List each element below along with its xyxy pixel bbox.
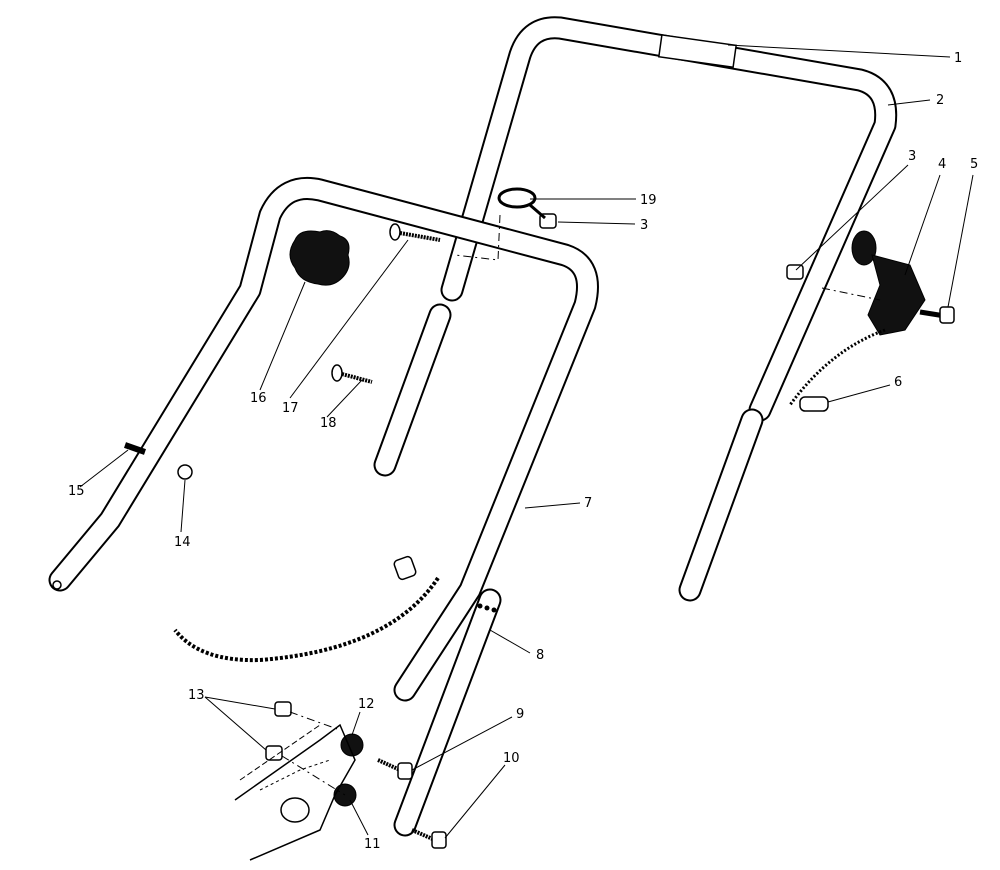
lower-cable (173, 576, 440, 663)
leader-15 (79, 449, 129, 488)
upper-handle (440, 16, 898, 422)
bolt-9 (377, 758, 413, 780)
leader-18 (326, 379, 363, 418)
callout-11: 11 (364, 837, 381, 852)
leader-5 (947, 174, 974, 308)
eye-bolt-19 (497, 187, 546, 220)
callout-1: 1 (954, 51, 962, 66)
callout-12: 12 (358, 697, 375, 712)
lower-handle (48, 176, 599, 702)
nut-14 (177, 464, 193, 480)
lower-handle-end-hole (52, 580, 62, 590)
callout-5: 5 (970, 157, 978, 172)
assembly-line-11 (281, 755, 346, 796)
leader-2 (887, 99, 931, 106)
control-lever-assembly (851, 230, 926, 336)
callout-4: 4 (938, 157, 946, 172)
leader-10 (444, 764, 506, 839)
upper-handle-right-lower (678, 408, 764, 602)
leader-9 (411, 716, 513, 771)
assembly-line-19 (454, 214, 501, 261)
callout-14: 14 (174, 535, 191, 550)
leader-13b (204, 696, 267, 751)
callout-2: 2 (936, 93, 944, 108)
leader-16 (259, 281, 306, 391)
upper-handle-left-lower (373, 303, 452, 477)
screw-17 (389, 223, 441, 242)
handle-grip-label (657, 34, 738, 69)
leader-13a (204, 696, 276, 710)
leader-12 (351, 711, 361, 736)
leader-4 (904, 174, 941, 276)
bolt-18 (331, 364, 373, 384)
cable-bolt (393, 555, 417, 581)
control-cable (788, 328, 886, 406)
nut-13-bottom (265, 745, 283, 761)
leader-17 (289, 239, 409, 399)
leader-3a (557, 221, 636, 225)
callout-10: 10 (503, 751, 520, 766)
assembly-line-13 (289, 711, 341, 731)
callout-19: 19 (640, 193, 657, 208)
cable-clip-6 (799, 396, 829, 412)
callout-8: 8 (536, 648, 544, 663)
callout-15: 15 (68, 484, 85, 499)
callout-17: 17 (282, 401, 299, 416)
nut-3-right (786, 264, 804, 280)
callout-9: 9 (516, 707, 524, 722)
callout-13: 13 (188, 688, 205, 703)
bolt-10 (411, 828, 447, 849)
leader-14 (180, 479, 186, 533)
bolt-5 (919, 306, 955, 324)
leader-6 (827, 384, 891, 403)
handle-knob-16 (289, 230, 350, 286)
leader-7 (524, 502, 581, 509)
callout-16: 16 (250, 391, 267, 406)
callout-6: 6 (894, 375, 902, 390)
leader-3b (795, 164, 909, 271)
bolt-15 (124, 442, 146, 455)
callout-3-top: 3 (640, 218, 648, 233)
assembly-line-5 (821, 287, 881, 301)
callout-3-right: 3 (908, 149, 916, 164)
leader-11 (349, 799, 369, 836)
callout-7: 7 (584, 496, 592, 511)
callout-18: 18 (320, 416, 337, 431)
handle-bracket (393, 588, 502, 837)
leader-1 (727, 44, 951, 58)
leader-8 (489, 629, 531, 654)
mower-deck-mount (234, 723, 356, 861)
nut-13-top (274, 701, 292, 717)
